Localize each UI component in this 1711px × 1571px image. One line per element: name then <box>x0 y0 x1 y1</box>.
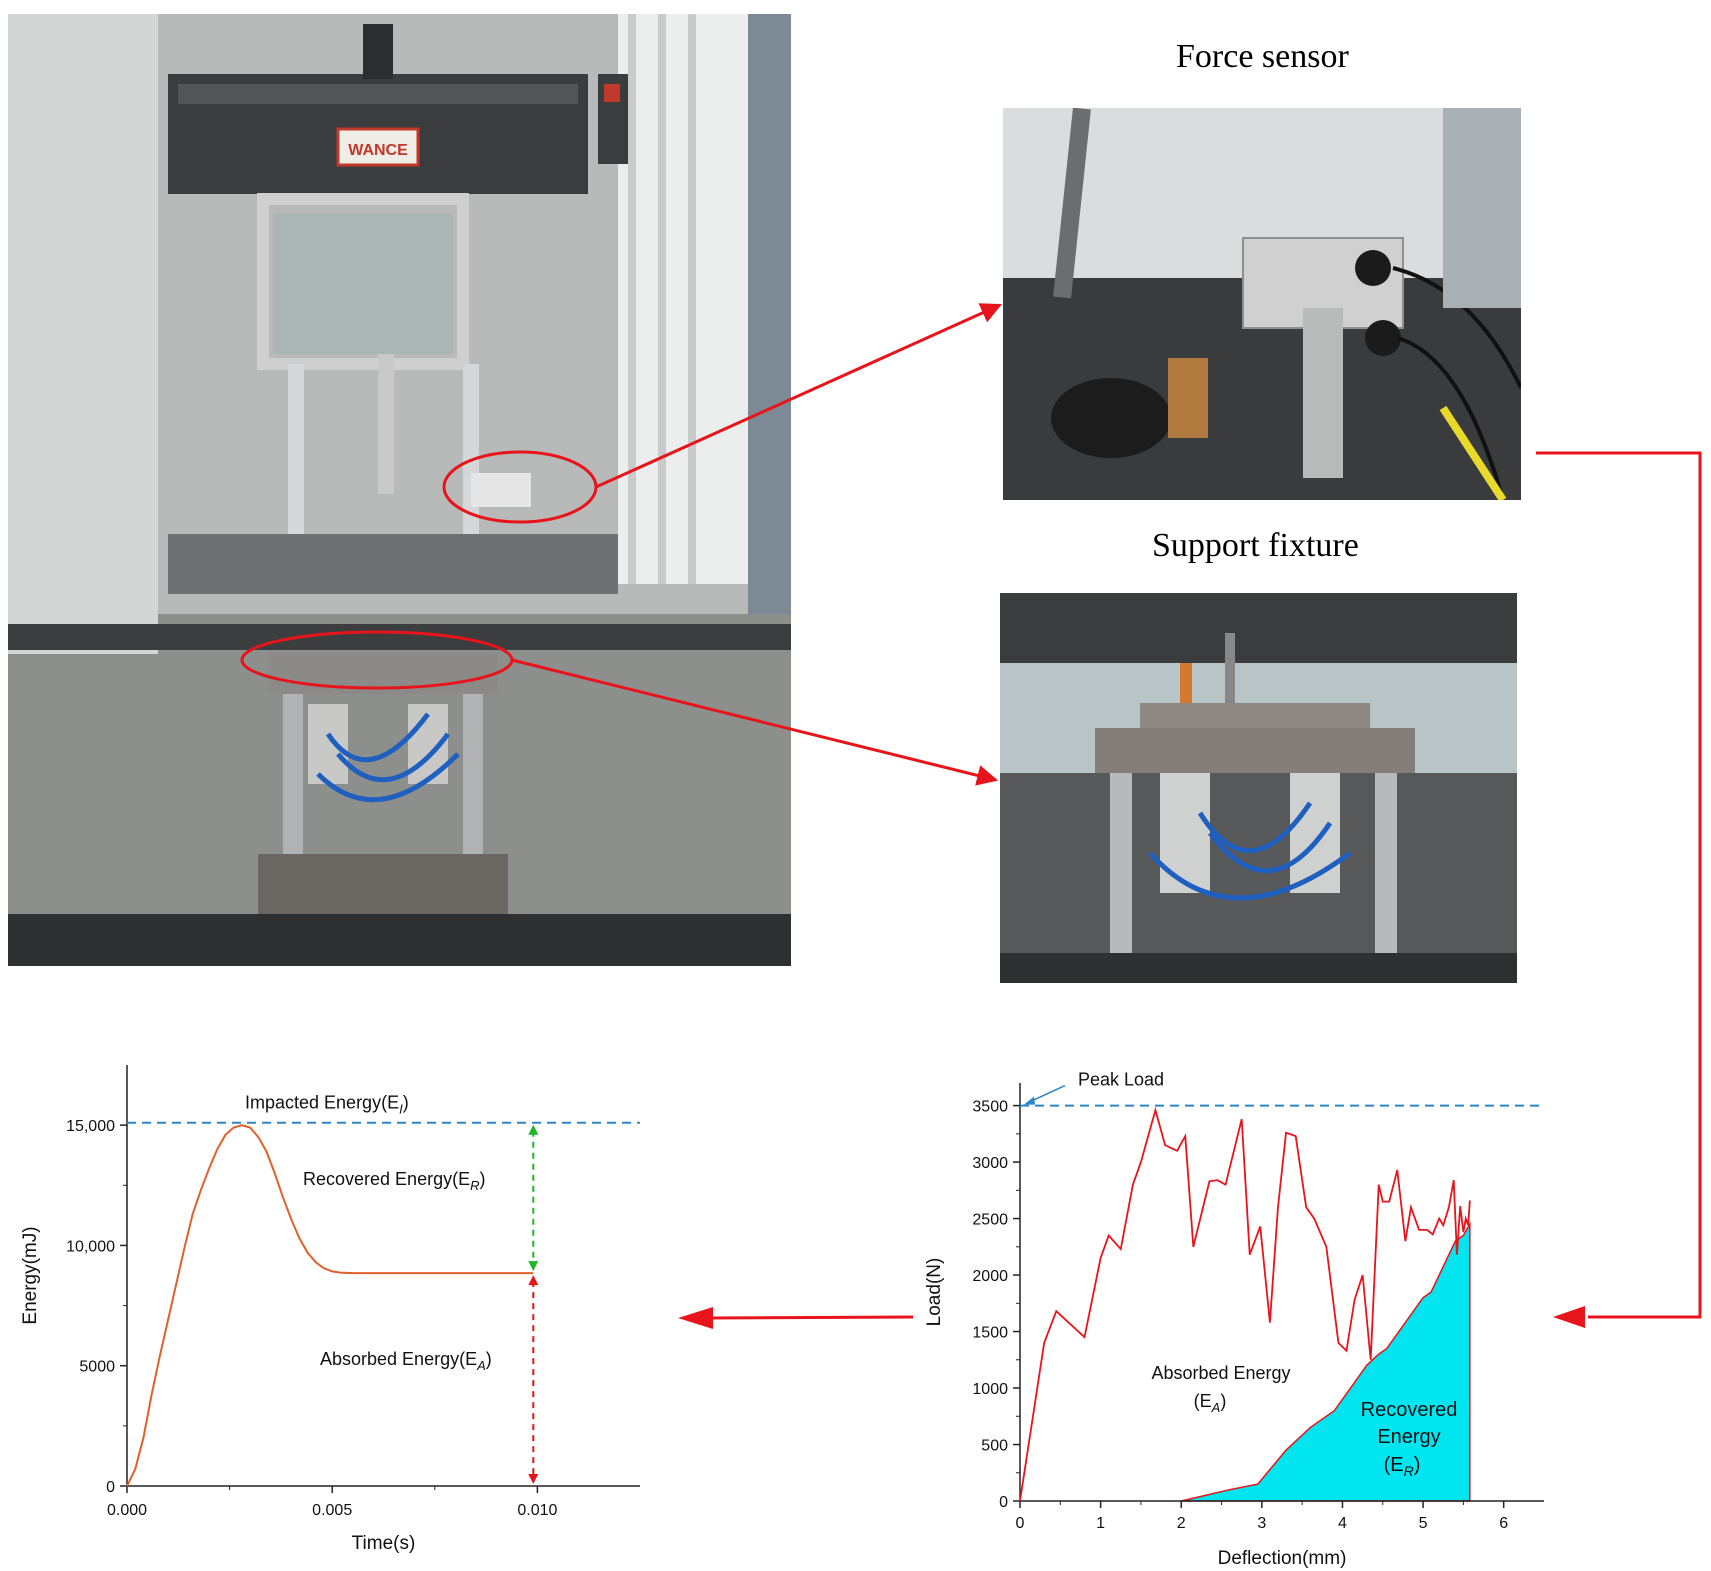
brand-label: WANCE <box>348 142 408 159</box>
recovered-arrowhead-bottom <box>528 1261 539 1272</box>
energy-y-tick-label: 0 <box>106 1479 115 1496</box>
energy-y-tick-label: 15,000 <box>66 1118 115 1135</box>
energy-x-tick-label: 0.000 <box>107 1502 147 1519</box>
load-deflection-chart: 0 500 1000 1500 2000 2500 3000 3500 0 1 2 3 4 5 6Defle… <box>924 1070 1544 1569</box>
load-x-tick-label: 2 <box>1177 1515 1186 1532</box>
arrow-load-to-energy <box>709 1315 914 1320</box>
load-y-tick-label: 1000 <box>972 1381 1008 1398</box>
absorbed-energy-symbol: (EA) <box>1194 1391 1227 1415</box>
support-fixture-illustration <box>1000 593 1517 983</box>
arrow-to-force-sensor <box>595 303 1002 489</box>
main-machine-photo: WANCE <box>8 14 791 966</box>
arrowhead-into-load-chart <box>1553 1306 1585 1328</box>
load-y-tick-label: 500 <box>981 1438 1008 1455</box>
recovered-energy-symbol: (ER) <box>1384 1454 1421 1479</box>
load-x-tick-label: 6 <box>1499 1515 1508 1532</box>
energy-y-tick-label: 10,000 <box>66 1238 115 1255</box>
load-y-tick-label: 2500 <box>972 1212 1008 1229</box>
force-sensor-photo <box>1003 108 1521 500</box>
peak-load-pointer-head <box>1024 1096 1035 1105</box>
force-sensor-title: Force sensor <box>1176 38 1349 75</box>
connector-sensor-to-load-chart <box>1536 451 1702 1319</box>
load-x-tick-label: 3 <box>1257 1515 1266 1532</box>
energy-x-tick-label: 0.005 <box>312 1502 352 1519</box>
load-y-tick-label: 3500 <box>972 1099 1008 1116</box>
load-y-tick-label: 0 <box>999 1494 1008 1511</box>
fixture-callout-ellipse <box>240 630 514 690</box>
load-x-tick-label: 5 <box>1419 1515 1428 1532</box>
energy-y-axis-label: Energy(mJ) <box>20 1226 41 1324</box>
peak-load-label: Peak Load <box>1078 1070 1164 1090</box>
load-y-tick-label: 2000 <box>972 1268 1008 1285</box>
support-fixture-title: Support fixture <box>1152 527 1359 564</box>
absorbed-arrowhead-bottom <box>528 1474 539 1484</box>
load-y-tick-label: 3000 <box>972 1155 1008 1172</box>
energy-x-axis-label: Time(s) <box>352 1533 416 1554</box>
energy-curve <box>126 1124 534 1487</box>
load-y-axis-label: Load(N) <box>924 1258 945 1327</box>
impacted-energy-label: Impacted Energy(EI) <box>245 1093 409 1117</box>
load-x-tick-label: 4 <box>1338 1515 1347 1532</box>
recovered-energy-area <box>1181 1221 1471 1502</box>
arrowhead-into-energy-chart <box>678 1307 713 1329</box>
load-x-tick-label: 1 <box>1096 1515 1105 1532</box>
recovered-arrowhead-top <box>528 1124 539 1135</box>
recovered-energy-label: Recovered <box>1361 1399 1458 1421</box>
force-sensor-illustration <box>1003 108 1521 500</box>
recovered-energy-label: Recovered Energy(ER) <box>303 1169 485 1193</box>
absorbed-arrowhead-top <box>528 1275 539 1286</box>
arrow-to-support-fixture <box>511 658 999 786</box>
sensor-callout-ellipse <box>442 450 598 524</box>
load-x-tick-label: 0 <box>1016 1515 1025 1532</box>
machine-illustration: WANCE <box>8 14 791 966</box>
energy-x-tick-label: 0.010 <box>517 1502 557 1519</box>
energy-y-tick-label: 5000 <box>79 1359 115 1376</box>
load-x-axis-label: Deflection(mm) <box>1218 1548 1347 1569</box>
load-y-tick-label: 1500 <box>972 1325 1008 1342</box>
support-fixture-photo <box>1000 593 1517 983</box>
recovered-energy-label-line2: Energy <box>1377 1426 1440 1448</box>
load-curve <box>1019 1106 1471 1502</box>
absorbed-energy-label: Absorbed Energy(EA) <box>320 1349 492 1373</box>
absorbed-energy-label: Absorbed Energy <box>1151 1363 1290 1383</box>
